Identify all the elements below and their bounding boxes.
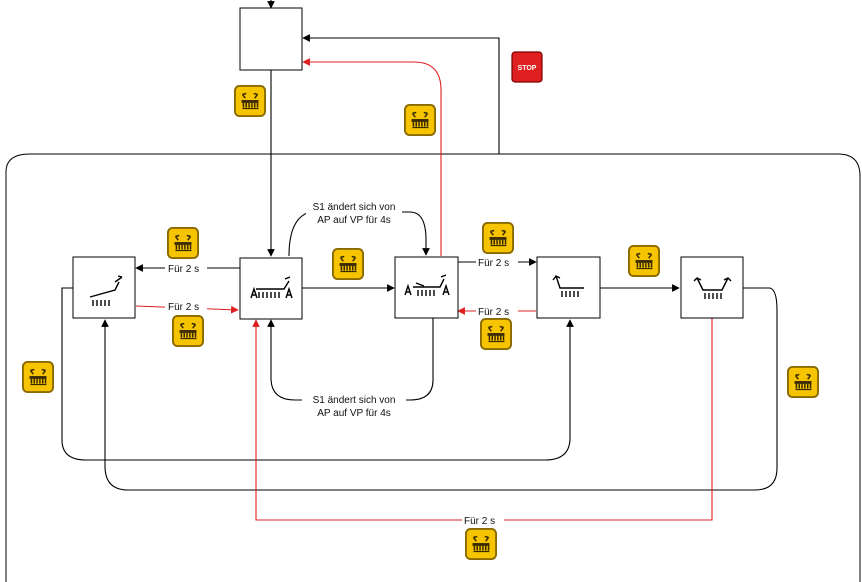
hitch-lower-icon[interactable] (234, 85, 266, 117)
transition-label-fur2s: Für 2 s (478, 307, 509, 318)
state-1-box[interactable] (72, 256, 136, 319)
state-5-box[interactable] (680, 256, 744, 319)
state-2-box[interactable] (239, 257, 303, 320)
transition-label-fur2s: Für 2 s (168, 302, 199, 313)
condition-label-line1: S1 ändert sich von (313, 202, 396, 213)
hitch-lower-icon[interactable] (404, 104, 436, 136)
hitch-lower-icon[interactable] (332, 248, 364, 280)
stop-button[interactable]: STOP (511, 51, 543, 83)
condition-label-line2: AP auf VP für 4s (317, 408, 391, 419)
transition-label-fur2s: Für 2 s (464, 516, 495, 527)
hitch-lower-icon[interactable] (465, 528, 497, 560)
hitch-lower-icon[interactable] (22, 361, 54, 393)
hitch-lower-icon[interactable] (628, 245, 660, 277)
state-3-box[interactable] (394, 256, 459, 319)
state-group-frame (5, 153, 861, 582)
hitch-lower-icon[interactable] (480, 318, 512, 350)
top-state-box[interactable] (239, 7, 303, 71)
condition-label-line2: AP auf VP für 4s (317, 215, 391, 226)
hitch-lower-icon[interactable] (167, 227, 199, 259)
transition-label-fur2s: Für 2 s (478, 258, 509, 269)
hitch-lower-icon[interactable] (482, 222, 514, 254)
hitch-lower-icon[interactable] (172, 315, 204, 347)
transition-label-fur2s: Für 2 s (168, 264, 199, 275)
flow-lines-black (61, 0, 778, 491)
implement-lowered-a-icon (250, 276, 293, 299)
hitch-lower-icon[interactable] (787, 366, 819, 398)
condition-label-line1: S1 ändert sich von (313, 395, 396, 406)
implement-raised-tilt-icon (89, 275, 123, 306)
implement-tilt-left-icon (552, 275, 584, 297)
stop-button-label: STOP (518, 65, 537, 72)
state-4-box[interactable] (536, 256, 601, 319)
implement-both-raised-icon (693, 277, 732, 299)
implement-raised-a-icon (404, 274, 450, 296)
